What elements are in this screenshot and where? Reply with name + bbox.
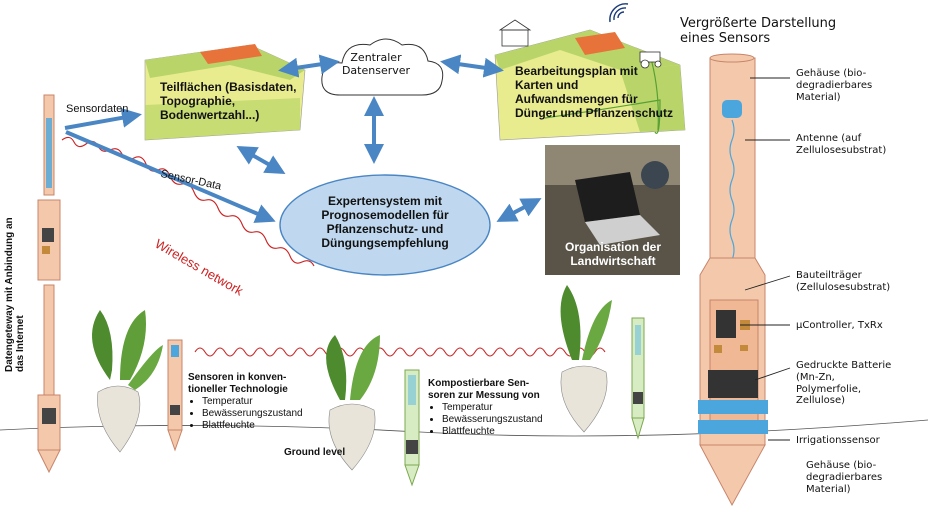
pointer-lines	[740, 77, 791, 441]
field-map-left	[144, 44, 306, 141]
plan-line-3: Aufwandsmengen für	[515, 92, 638, 107]
batterie-line-3: Polymerfolie,	[796, 383, 862, 395]
wifi-icon	[609, 3, 629, 23]
label-bauteiltraeger: Bauteilträger (Zellulosesubstrat)	[796, 270, 890, 294]
sensor-compost-1	[404, 369, 420, 487]
label-gehaeuse-bottom: Gehäuse (bio- degradierbares Material)	[806, 460, 882, 495]
komp-bullet: Blattfeuchte	[442, 426, 543, 438]
label-central-server: Zentraler Datenserver	[336, 51, 416, 78]
plan-line-4: Dünger und Pflanzenschutz	[515, 106, 674, 121]
beet-plant-2	[326, 335, 380, 471]
gateway-line-1: Datengeteway mit Anbindung an	[4, 217, 15, 372]
bauteil-line-1: Bauteilträger	[796, 270, 862, 281]
label-ground-level: Ground level	[284, 447, 346, 458]
konv-bullet: Bewässerungszustand	[202, 408, 303, 420]
gehaeuse-top-line-2: degradierbares	[796, 79, 873, 91]
enlarged-sensor	[698, 53, 768, 507]
beet-plant-3	[560, 285, 612, 433]
komp-line-2: soren zur Messung von	[428, 389, 540, 401]
komp-bullet: Temperatur	[442, 402, 543, 414]
label-gehaeuse-top: Gehäuse (bio- degradierbares Material)	[796, 68, 872, 103]
expert-line-1: Expertensystem mit	[327, 194, 443, 208]
batterie-line-1: Gedruckte Batterie	[796, 360, 892, 371]
antenne-line-2: Zellulosesubstrat)	[796, 144, 887, 156]
konv-line-1: Sensoren in konven-	[188, 372, 287, 383]
label-bearbeitungsplan: Bearbeitungsplan mit Karten und Aufwands…	[515, 64, 673, 121]
komp-bullets: Temperatur Bewässerungszustand Blattfeuc…	[428, 402, 543, 439]
org-line-2: Landwirtschaft	[570, 254, 656, 269]
konv-line-2: tioneller Technologie	[188, 383, 288, 395]
komp-line-1: Kompostierbare Sen-	[428, 378, 530, 389]
konv-bullet: Temperatur	[202, 396, 303, 408]
batterie-line-4: Zellulose)	[796, 395, 846, 407]
bauteil-line-2: (Zellulosesubstrat)	[796, 281, 891, 293]
komp-bullet: Bewässerungszustand	[442, 414, 543, 426]
label-batterie: Gedruckte Batterie (Mn-Zn, Polymerfolie,…	[796, 360, 891, 407]
konv-bullets: Temperatur Bewässerungszustand Blattfeuc…	[188, 396, 303, 433]
label-controller: µController, TxRx	[796, 320, 883, 331]
gateway-line-2: das Internet	[15, 315, 26, 372]
gehaeuse-bot-line-1: Gehäuse (bio-	[806, 460, 877, 471]
label-teilflaechen: Teilflächen (Basisdaten, Topographie, Bo…	[160, 80, 296, 122]
expert-system-ellipse	[279, 174, 491, 276]
gehaeuse-top-line-3: Material)	[796, 91, 841, 103]
beet-plant-1	[92, 310, 163, 453]
flow-arrows	[64, 54, 542, 223]
gehaeuse-top-line-1: Gehäuse (bio-	[796, 68, 867, 79]
title-line-2: eines Sensors	[680, 31, 771, 47]
org-line-1: Organisation der	[564, 240, 662, 254]
expert-line-4: Düngungsempfehlung	[321, 236, 449, 251]
teilflaechen-line-3: Bodenwertzahl...)	[160, 108, 260, 123]
gateway-pole	[37, 94, 61, 474]
teilflaechen-line-2: Topographie,	[160, 94, 236, 109]
label-sensordaten: Sensordaten	[66, 103, 129, 115]
label-antenne: Antenne (auf Zellulosesubstrat)	[796, 133, 886, 157]
plan-line-1: Bearbeitungsplan mit	[515, 64, 638, 78]
label-organisation: Organisation der Landwirtschaft	[548, 240, 678, 268]
label-expert-system: Expertensystem mit Prognosemodellen für …	[290, 194, 480, 251]
field-map-right	[494, 29, 686, 141]
gehaeuse-bot-line-2: degradierbares	[806, 471, 883, 483]
antenne-line-1: Antenne (auf	[796, 133, 862, 144]
konv-bullet: Blattfeuchte	[202, 420, 303, 432]
label-sensors-compostable: Kompostierbare Sen- soren zur Messung vo…	[428, 378, 543, 438]
plan-line-2: Karten und	[515, 78, 579, 93]
sensor-conventional	[167, 339, 183, 452]
expert-line-2: Prognosemodellen für	[321, 208, 449, 223]
label-enlarged-title: Vergrößerte Darstellung eines Sensors	[680, 16, 836, 47]
tractor-icon	[639, 51, 662, 69]
gehaeuse-bot-line-3: Material)	[806, 483, 851, 495]
expert-line-3: Pflanzenschutz- und	[326, 222, 444, 237]
label-sensors-conventional: Sensoren in konven- tioneller Technologi…	[188, 372, 303, 432]
organisation-photo	[545, 145, 680, 275]
title-line-1: Vergrößerte Darstellung	[680, 16, 837, 31]
label-irrigation: Irrigationssensor	[796, 435, 880, 446]
sensor-compost-2	[631, 317, 645, 440]
farmhouse-icon	[498, 19, 532, 47]
label-gateway: Datengeteway mit Anbindung an das Intern…	[4, 217, 26, 372]
server-line-2: Datenserver	[341, 63, 411, 77]
batterie-line-2: (Mn-Zn,	[796, 371, 835, 383]
server-line-1: Zentraler	[350, 51, 402, 64]
teilflaechen-line-1: Teilflächen (Basisdaten,	[160, 80, 297, 94]
